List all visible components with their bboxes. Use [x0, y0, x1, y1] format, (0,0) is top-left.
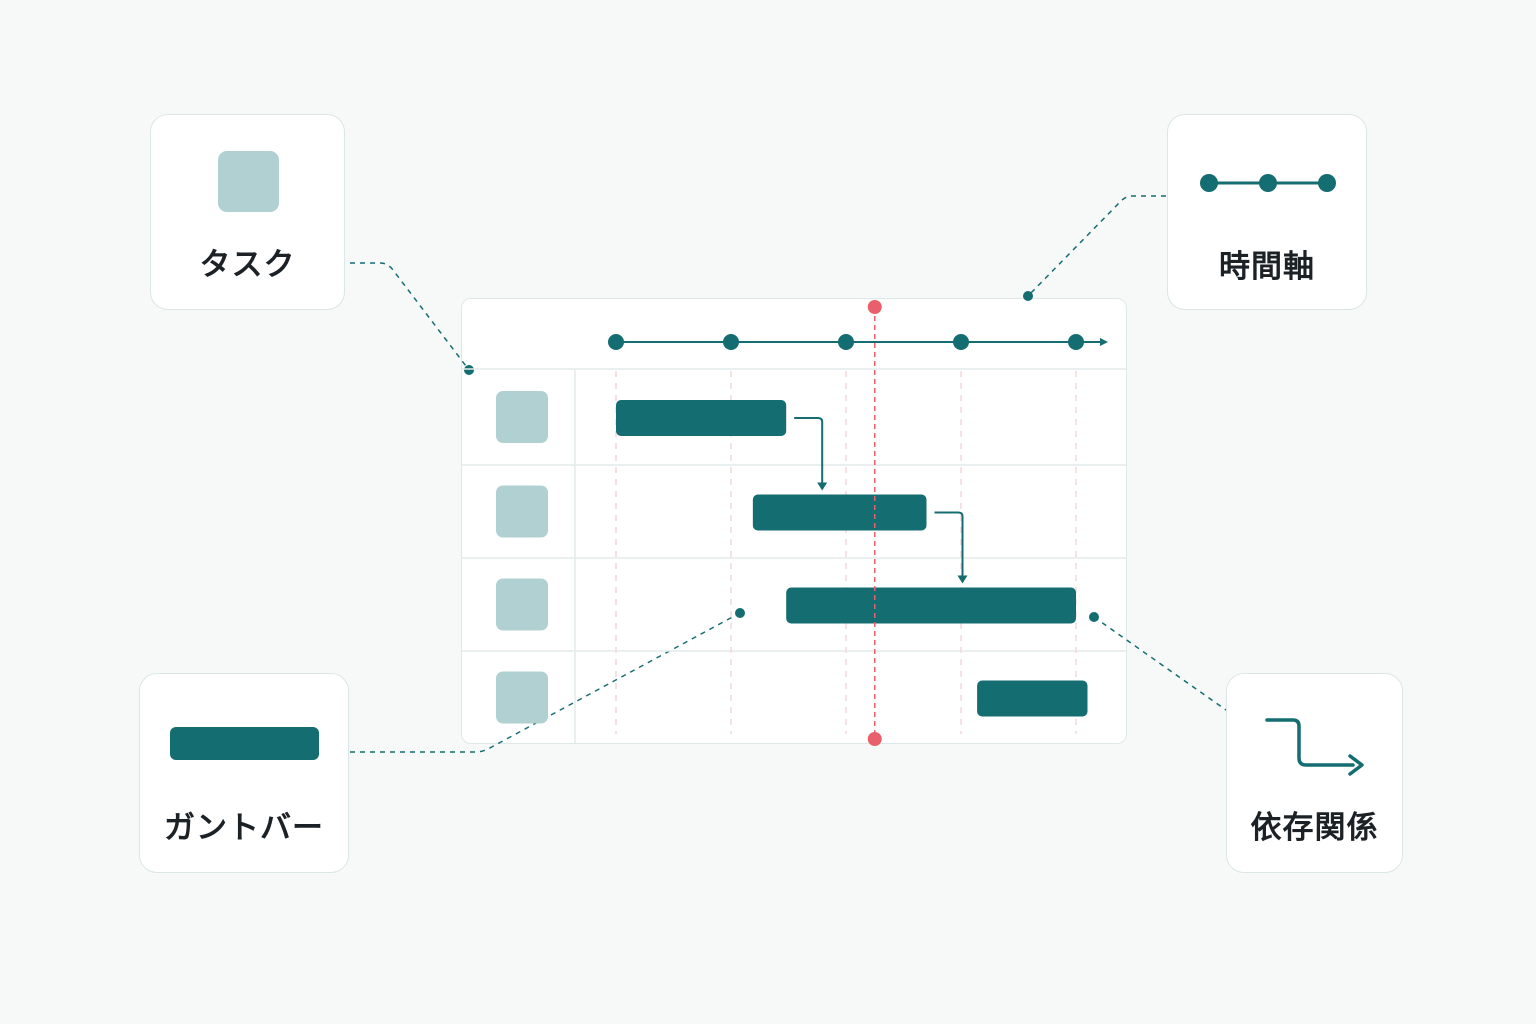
task-square [496, 578, 548, 631]
task-square [496, 391, 548, 443]
today-marker-dot [867, 732, 882, 746]
timeline-arrowhead [1100, 338, 1108, 346]
callout-connectors [350, 195, 1227, 753]
timeline-tick-dot [608, 334, 624, 350]
dependency-connector [1093, 616, 1227, 711]
task-square [496, 671, 548, 724]
dependency-arrowhead [957, 575, 968, 584]
today-marker-dot [867, 300, 882, 314]
task-card: タスク [150, 114, 345, 310]
timeline-tick-dot [838, 334, 854, 350]
dependency-arrow [934, 511, 964, 578]
task-square [496, 485, 548, 538]
dependency-arrow-icon [1265, 718, 1364, 776]
gantt-bar [977, 680, 1088, 717]
gantt-bar-connector [350, 612, 741, 753]
task-connector-dot [464, 365, 474, 375]
timeline-connector [1027, 195, 1166, 297]
task-connector [350, 262, 470, 371]
gantt-bar [786, 587, 1076, 624]
timeline-connector-dot [1023, 291, 1033, 301]
gantt-bar [616, 400, 787, 436]
timeline-card: 時間軸 [1167, 114, 1367, 310]
timeline-dots-icon [1200, 174, 1336, 192]
task-card-label: タスク [199, 247, 296, 283]
timeline-tick-dot [1068, 334, 1084, 350]
dependency-arrowhead [817, 482, 828, 491]
timeline-tick-dot [953, 334, 969, 350]
dependency-arrow [794, 417, 824, 485]
gantt-bar [752, 494, 927, 531]
gantt-bar-icon [170, 727, 319, 760]
dependency-card: 依存関係 [1226, 673, 1403, 873]
dependency-card-label: 依存関係 [1250, 810, 1379, 846]
gantt-bar-connector-dot [735, 608, 745, 618]
dependency-connector-dot [1089, 612, 1099, 622]
timeline-tick-dot [723, 334, 739, 350]
gantt-bar-card-label: ガントバー [164, 810, 324, 846]
timeline-card-label: 時間軸 [1219, 249, 1315, 285]
task-square-icon [218, 151, 279, 212]
gantt-content [462, 300, 1126, 746]
gantt-bar-card: ガントバー [139, 673, 349, 873]
